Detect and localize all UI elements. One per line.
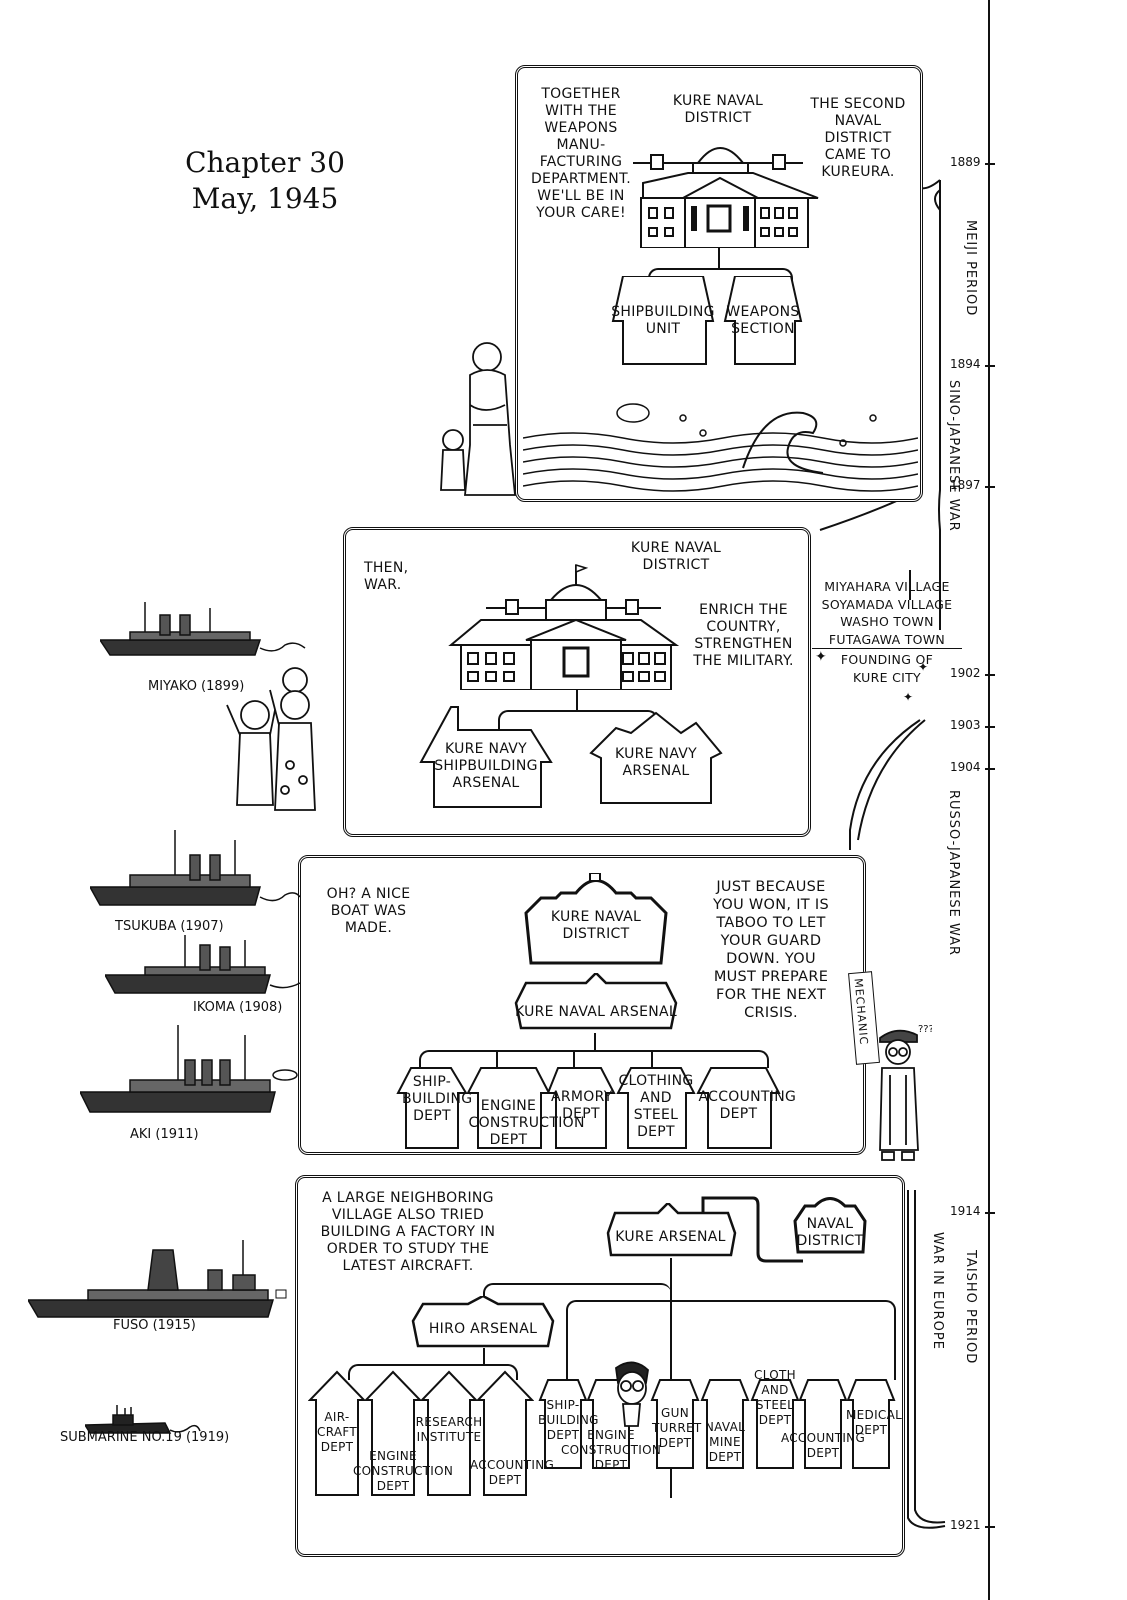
naval-district-building-2-icon [448,563,680,690]
building-label-kure-naval-district: Kure Naval District [672,93,764,126]
dept-shipbuilding: Ship-building Dept [396,1063,472,1153]
kure-dept-medical: Medical Dept [846,1378,902,1473]
hiro-dept-engine-construction: Engine Construction Dept [353,1370,453,1500]
org-connector-2 [576,690,578,712]
tick-1914: 1914 [950,1204,994,1218]
org-connector-3b [496,1050,498,1068]
naval-district-box: Naval District [790,1196,870,1256]
ship-label-tsukuba: Tsukuba (1907) [115,919,224,934]
panel-1902: Then, war. Kure Naval District Enrich th… [343,527,811,837]
org-connector-3 [594,1033,596,1051]
hiro-dept-accounting: Accounting Dept [470,1370,554,1500]
tick-1894: 1894 [950,357,994,371]
ship-label-aki: Aki (1911) [130,1127,199,1142]
ship-label-fuso: Fuso (1915) [113,1318,196,1333]
dept-accounting: Accounting Dept [696,1063,796,1153]
building-label-kure-naval-district-2: Kure Naval District [630,540,722,573]
sparkle-icon: ✦ [918,660,929,674]
kure-dept-gun-turret: Gun Turret Dept [650,1378,701,1473]
kure-dept-shipbuilding: Ship-building Dept [538,1378,598,1473]
tick-1903: 1903 [950,718,994,732]
chapter-date: May, 1945 [191,182,339,215]
org-connector-4 [670,1258,672,1498]
panel-1907: Oh? A nice boat was made. Kure Naval Dis… [298,855,866,1155]
kure-dept-engine-construction: Engine Construction Dept [561,1378,661,1473]
speech-neighboring-village: A large neighboring village also tried b… [320,1190,496,1274]
panel-connector-line [819,179,946,1529]
war-russo-japanese: Russo-Japanese War [946,790,961,957]
period-meiji: Meiji Period [963,220,978,317]
org-connector [718,248,720,270]
unit-kure-navy-shipbuilding-arsenal: Kure Navy Shipbuilding Arsenal [416,702,556,812]
sparkle-icon: ✦ [903,690,914,704]
kure-dept-naval-mine: Naval Mine Dept [700,1378,750,1473]
ship-ikoma-icon [105,935,301,994]
tick-1904: 1904 [950,760,994,774]
war-sino-japanese: Sino-Japanese War [946,380,961,532]
tick-1889: 1889 [950,155,994,169]
war-in-europe: War in Europe [930,1232,945,1350]
hiro-dept-aircraft: Air-craft Dept [308,1370,366,1500]
org-branch-3 [419,1050,769,1068]
tick-1921: 1921 [950,1518,994,1532]
org-connector-3c [573,1050,575,1068]
ship-label-ikoma: Ikoma (1908) [193,1000,283,1015]
sparkle-icon: ✦ [815,648,827,664]
speech-then-war: Then, war. [364,560,409,593]
ship-label-submarine-19: Submarine No.19 (1919) [60,1430,230,1445]
village-list: Miyahara Village Soyamada Village Washo … [812,578,962,686]
mother-and-child-figure [440,342,516,496]
speech-nice-boat: Oh? A nice boat was made. [326,886,411,936]
org-connector-3d [651,1050,653,1068]
dept-armory: Armory Dept [546,1063,616,1153]
ship-fuso-icon [28,1240,287,1318]
kure-branch [566,1300,896,1380]
dept-engine-construction: Engine Construction Dept [466,1063,584,1153]
speech-weapons-dept: Together with the weapons manu-facturing… [530,86,632,221]
kure-arsenal-box: Kure Arsenal [603,1203,738,1258]
chapter-number: Chapter 30 [185,146,345,179]
peeking-man-figure [615,1361,649,1427]
sea-waves-illustration [523,403,918,492]
ship-tsukuba-icon [90,830,300,906]
speech-second-naval-district: The second naval district came to Kureur… [810,96,906,180]
ship-submarine-19-icon [85,1405,201,1434]
tick-1897: 1897 [950,478,994,492]
dept-clothing-and-steel: Clothing and Steel Dept [616,1063,696,1153]
hiro-connector [483,1348,485,1366]
mechanic-figure: ??? [879,1024,932,1161]
kure-dept-cloth-and-steel: Cloth and Steel Dept [750,1368,800,1473]
unit-kure-navy-arsenal: Kure Navy Arsenal [586,698,726,808]
timeline-axis [988,0,990,1600]
panel-1914: A large neighboring village also tried b… [295,1175,905,1557]
unit-weapons-section: Weapons Section [723,276,803,366]
hiro-dept-branch [348,1364,518,1380]
ship-label-miyako: Miyako (1899) [148,679,245,694]
kure-naval-district-box: Kure Naval District [516,873,676,973]
hiro-branch [483,1283,671,1303]
village-soyamada: Soyamada Village [821,596,953,612]
village-washo: Washo Town [840,614,934,629]
speech-taboo-guard-down: Just because you won, it is taboo to let… [713,879,829,1021]
naval-district-link [701,1196,803,1263]
kure-naval-arsenal-box: Kure Naval Arsenal [511,973,681,1033]
kure-dept-accounting: Accounting Dept [781,1378,865,1473]
founding-of-kure-city: Founding of Kure City [840,652,934,685]
naval-district-building-icon [633,147,819,248]
village-miyahara: Miyahara Village [824,579,950,594]
chapter-title: Chapter 30 May, 1945 [150,145,380,217]
ship-miyako-icon [100,602,306,656]
panel-1889: Together with the weapons manu-facturing… [515,65,923,502]
speech-enrich-country: Enrich the country, strengthen the milit… [693,602,794,669]
hiro-arsenal-box: Hiro Arsenal [408,1296,558,1348]
period-taisho: Taisho Period [963,1250,978,1365]
tick-1902: 1902 [950,666,994,680]
village-futagawa: Futagawa Town [812,631,962,649]
unit-shipbuilding: Shipbuilding Unit [608,276,718,366]
svg-text:???: ??? [918,1024,932,1035]
ship-aki-icon [80,1025,298,1113]
children-waving-figure [226,667,316,811]
hiro-dept-research-institute: Research Institute [416,1370,482,1500]
